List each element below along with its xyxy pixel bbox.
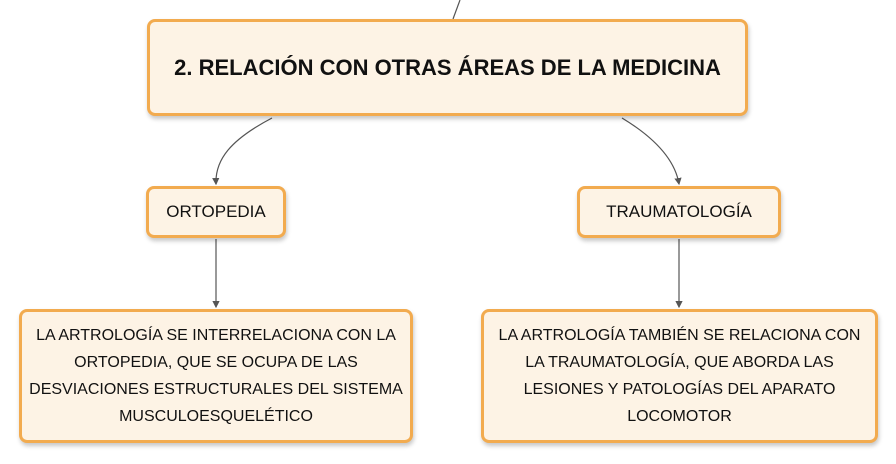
traumatologia-description-text: LA ARTROLOGÍA TAMBIÉN SE RELACIONA CON L… <box>498 327 861 425</box>
connector-title-to-ortopedia <box>212 117 273 186</box>
connector-title-to-traumatologia <box>621 117 682 186</box>
title-text: 2. RELACIÓN CON OTRAS ÁREAS DE LA MEDICI… <box>174 54 721 80</box>
incoming-connector <box>452 0 461 20</box>
ortopedia-node[interactable]: ORTOPEDIA <box>146 186 286 238</box>
ortopedia-description-text: LA ARTROLOGÍA SE INTERRELACIONA CON LA O… <box>29 327 403 425</box>
ortopedia-description-node[interactable]: LA ARTROLOGÍA SE INTERRELACIONA CON LA O… <box>19 309 413 443</box>
traumatologia-label: TRAUMATOLOGÍA <box>606 202 752 221</box>
traumatologia-node[interactable]: TRAUMATOLOGÍA <box>577 186 781 238</box>
ortopedia-label: ORTOPEDIA <box>166 202 266 221</box>
title-node[interactable]: 2. RELACIÓN CON OTRAS ÁREAS DE LA MEDICI… <box>147 19 748 116</box>
traumatologia-description-node[interactable]: LA ARTROLOGÍA TAMBIÉN SE RELACIONA CON L… <box>481 309 878 443</box>
